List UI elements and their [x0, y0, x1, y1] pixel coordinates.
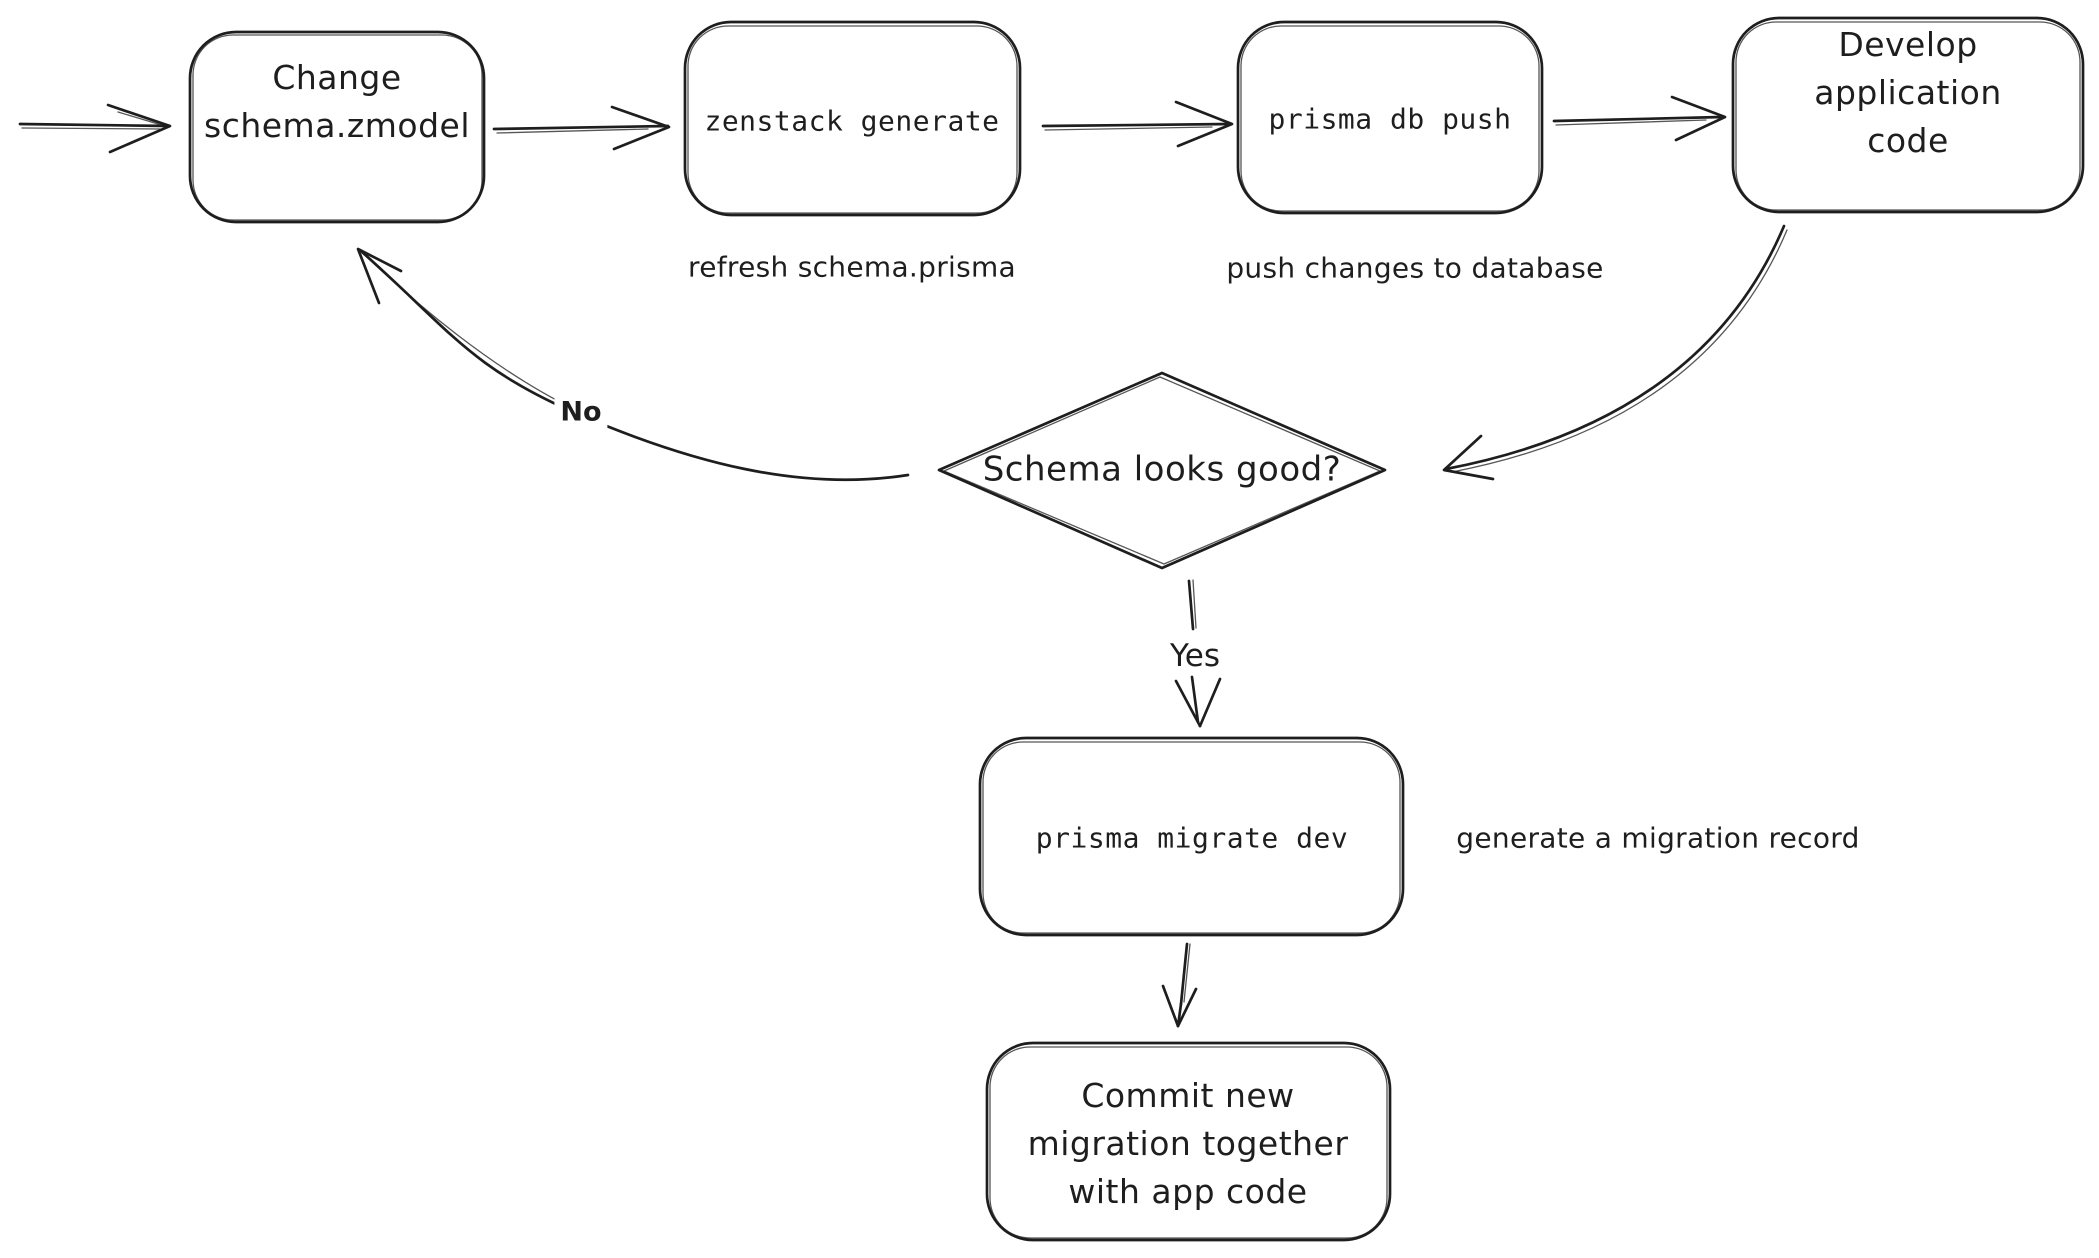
edge-label-yes: Yes: [1163, 638, 1227, 674]
arrow-no-to-change-schema: [356, 247, 910, 482]
node-label-schema-looks-good: Schema looks good?: [982, 449, 1342, 490]
caption-push-changes-to-database: push changes to database: [1226, 251, 1604, 285]
arrow-generate-to-push: [1041, 100, 1234, 148]
node-label-change-schema: Change schema.zmodel: [204, 58, 470, 145]
node-commit-migration: [985, 1041, 1392, 1242]
node-label-develop-app-code: Develop application code: [1814, 25, 2002, 160]
arrow-push-to-develop: [1552, 95, 1727, 142]
node-label-prisma-migrate-dev: prisma migrate dev: [1035, 821, 1349, 855]
node-label-zenstack-generate: zenstack generate: [704, 104, 1000, 138]
node-schema-looks-good: [937, 371, 1387, 570]
node-prisma-db-push: [1236, 20, 1544, 215]
caption-refresh-schema-prisma: refresh schema.prisma: [687, 250, 1017, 284]
entry-arrow: [18, 103, 172, 154]
node-prisma-migrate-dev: [978, 736, 1405, 937]
arrow-yes-to-migrate: [1174, 579, 1222, 728]
arrow-develop-to-decision: [1442, 224, 1788, 481]
node-change-schema: [188, 30, 486, 224]
node-label-commit-migration: Commit new migration together with app c…: [1027, 1076, 1349, 1211]
node-develop-app-code: [1731, 16, 2085, 214]
caption-generate-migration-record: generate a migration record: [1456, 821, 1860, 855]
arrow-migrate-to-commit: [1161, 942, 1198, 1028]
node-label-prisma-db-push: prisma db push: [1268, 102, 1512, 136]
node-zenstack-generate: [683, 20, 1022, 217]
edge-label-no: No: [554, 396, 608, 428]
arrow-change-to-generate: [492, 105, 671, 151]
